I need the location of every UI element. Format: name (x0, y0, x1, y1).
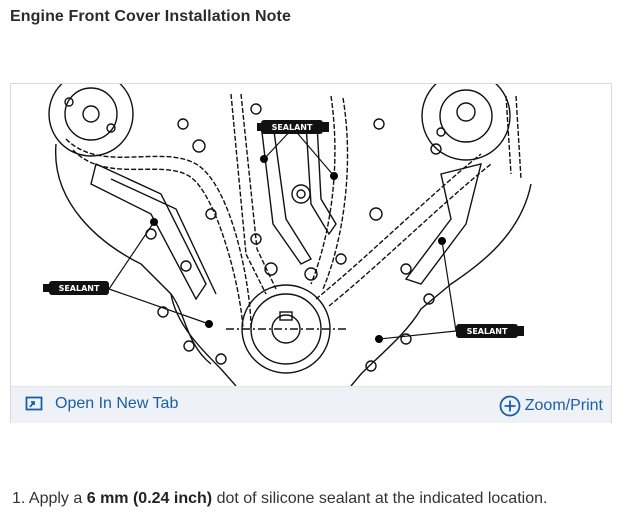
open-new-tab-icon (25, 396, 43, 412)
sealant-callout-right: SEALANT (456, 324, 524, 338)
zoom-print-link[interactable]: Zoom/Print (499, 395, 603, 417)
svg-text:SEALANT: SEALANT (59, 284, 100, 293)
figure-toolbar: Open In New Tab Zoom/Print (11, 386, 611, 423)
zoom-plus-icon (499, 395, 521, 417)
step-number: 1. (12, 490, 26, 507)
step-emphasis: 6 mm (0.24 inch) (86, 490, 213, 507)
zoom-print-label: Zoom/Print (524, 397, 603, 414)
svg-text:SEALANT: SEALANT (467, 327, 508, 336)
engine-front-cover-diagram[interactable]: SEALANT SEALANT SEALANT (11, 84, 611, 386)
page-title: Engine Front Cover Installation Note (10, 8, 291, 25)
open-in-new-tab-link[interactable]: Open In New Tab (25, 395, 178, 413)
sealant-callout-left: SEALANT (43, 281, 109, 295)
step-prefix: Apply a (28, 490, 83, 507)
diagram-svg: SEALANT SEALANT SEALANT (43, 84, 532, 386)
svg-text:SEALANT: SEALANT (272, 123, 313, 132)
open-in-new-tab-label: Open In New Tab (55, 395, 179, 412)
instruction-step-1: 1. Apply a 6 mm (0.24 inch) dot of silic… (12, 490, 547, 508)
figure-card: SEALANT SEALANT SEALANT Open In New T (10, 83, 612, 423)
step-suffix: dot of silicone sealant at the indicated… (216, 490, 548, 507)
sealant-callout-top: SEALANT (257, 120, 329, 134)
